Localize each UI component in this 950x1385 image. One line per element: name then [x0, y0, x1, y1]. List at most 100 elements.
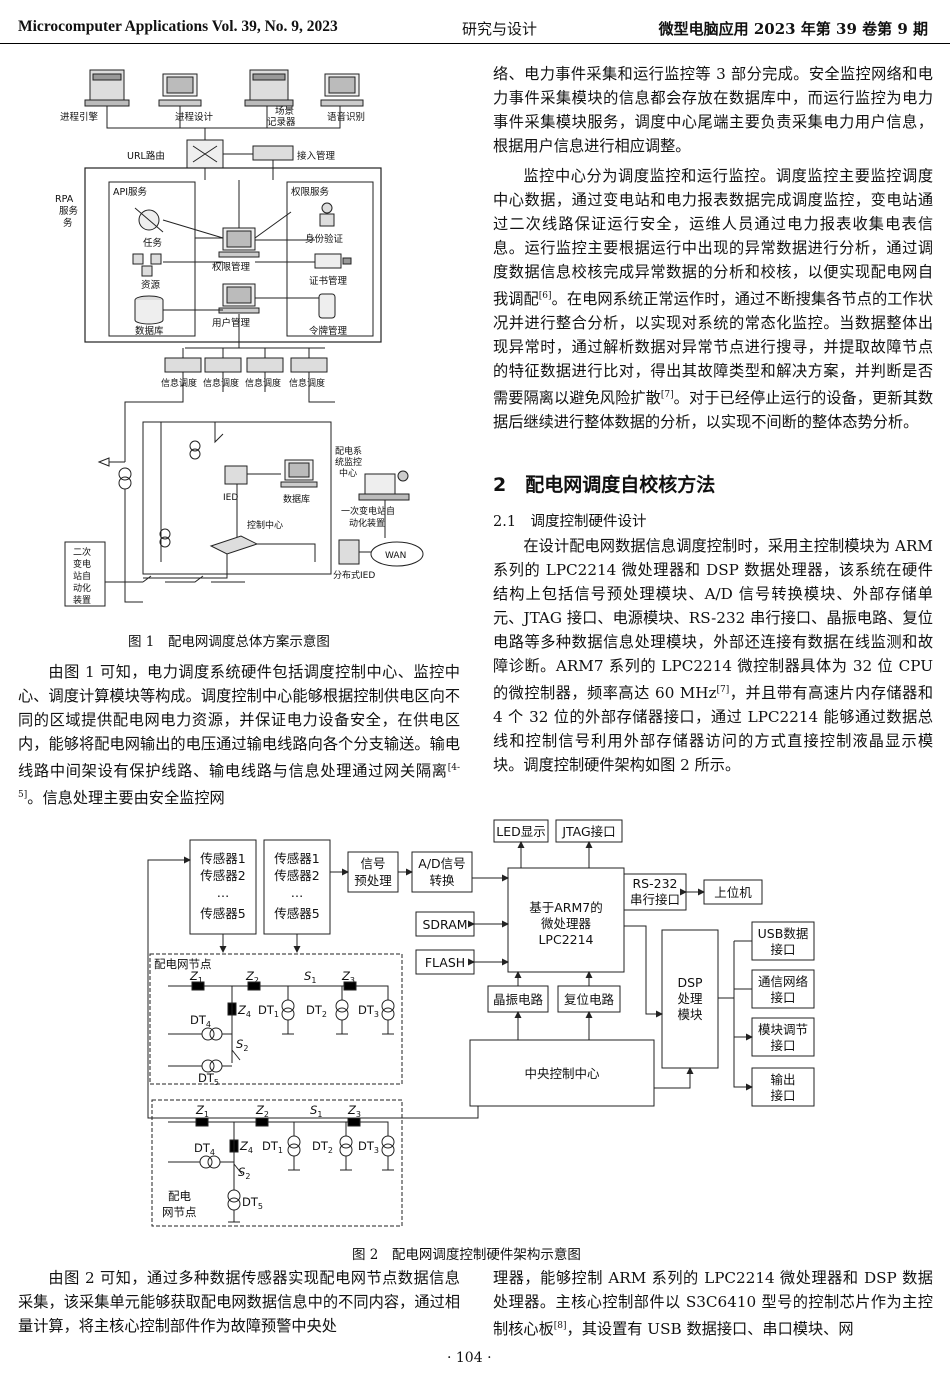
label-dispatch-4: 信息调度: [289, 377, 325, 389]
node1-z2-label: Z2: [245, 969, 259, 985]
certificate-icon: [314, 253, 352, 269]
wan-cloud: [370, 541, 424, 567]
page-number: · 104 ·: [447, 1350, 492, 1366]
grid-node-group-1: 配电网节点 Z1 Z2 S1 Z3 Z4 S2 DT1 DT2 DT3 DT4 …: [149, 953, 403, 1087]
label-scene-recorder-1: 场景: [275, 106, 294, 117]
label-db2: 数据库: [283, 493, 310, 505]
journal-title-cn: 微型电脑应用 2023 年第 39 卷第 9 期: [658, 20, 928, 38]
right-paragraph-2: 监控中心分为调度监控和运行监控。调度监控主要监控调度中心数据，通过变电站和电力报…: [493, 164, 933, 434]
node1-dt4-label: DT4: [190, 1013, 211, 1029]
label-monitor-2: 统监控: [335, 456, 362, 468]
node1-s1-label: S1: [304, 969, 316, 985]
figure-1-caption: 图 1 配电网调度总体方案示意图: [128, 634, 330, 650]
sensor-box-1-line-5: 传感器5: [200, 906, 245, 921]
label-primary-2: 动化装置: [349, 517, 385, 529]
crystal-label: 晶振电路: [493, 992, 544, 1007]
ied-device: [224, 465, 248, 485]
host-label: 上位机: [714, 885, 752, 900]
central-label: 中央控制中心: [524, 1066, 600, 1081]
dsp-label-1: DSP: [677, 975, 703, 990]
arm-label-1: 基于ARM7的: [529, 900, 602, 915]
dsp-label-3: 模块: [677, 1007, 703, 1022]
node2-s1-label: S1: [310, 1103, 322, 1119]
label-user-mgmt: 用户管理: [212, 317, 251, 329]
process-design-computer: [158, 73, 202, 107]
node1-z4-label: Z4: [237, 1003, 251, 1019]
left-p1-part-a: 由图 1 可知，电力调度系统硬件包括调度控制中心、监控中心、调度计算模块等构成。…: [18, 663, 460, 781]
citation-4-5: [4-5]: [18, 763, 460, 801]
distributed-ied-device: [338, 539, 360, 565]
node2-title-1: 配电: [168, 1189, 191, 1203]
bottom-right-paragraph: 理器，能够控制 ARM 系列的 LPC2214 微处理器和 DSP 数据处理器。…: [493, 1266, 933, 1341]
label-perm-mgmt: 权限管理: [212, 261, 251, 273]
voice-recognition-computer: [320, 73, 364, 107]
net-label-2: 接口: [770, 990, 795, 1005]
sensor-box-2-ellipsis: …: [291, 885, 304, 900]
control-center-router: [209, 535, 259, 555]
node2-z3-label: Z3: [347, 1103, 361, 1119]
out-label-2: 接口: [770, 1088, 795, 1103]
identity-icon: [319, 202, 335, 227]
label-rpa-3: 务: [63, 217, 73, 229]
dispatch-switches: [164, 357, 328, 373]
node2-s2-label: S2: [238, 1165, 250, 1181]
reset-label: 复位电路: [564, 992, 615, 1007]
signal-label-2: 预处理: [354, 873, 392, 888]
left-paragraph-1: 由图 1 可知，电力调度系统硬件包括调度控制中心、监控中心、调度计算模块等构成。…: [18, 660, 460, 810]
right-p2-part-c: 。对于已经停止运行的设备，更新其数据后继续进行整体数据的分析，以实现不间断的整体…: [493, 389, 934, 432]
rs232-label-2: 串行接口: [630, 892, 680, 907]
sensor-box-2-line-1: 传感器1: [274, 851, 319, 866]
node1-dt1-label: DT1: [258, 1003, 279, 1019]
process-engine-server: [84, 69, 130, 107]
rs232-label-1: RS-232: [633, 876, 678, 891]
label-api-service: API服务: [113, 186, 148, 198]
node1-z1-label: Z1: [189, 969, 203, 985]
database-icon: [134, 295, 164, 325]
label-secondary-2: 变电: [73, 558, 91, 570]
url-router: [186, 139, 224, 169]
citation-8: [8]: [553, 1321, 567, 1331]
label-identity: 身份验证: [305, 233, 344, 245]
led-label: LED显示: [496, 824, 546, 839]
right-p2-part-b: 。在电网系统正常运作时，通过不断搜集各节点的工作状况并进行整合分析，以实现对系统…: [493, 290, 934, 408]
node-title: 配电网节点: [154, 957, 212, 971]
label-process-design: 进程设计: [175, 111, 214, 123]
signal-label-1: 信号: [360, 856, 385, 871]
jtag-label: JTAG接口: [561, 824, 615, 839]
monitor-center-operator: [358, 470, 410, 501]
label-database: 数据库: [135, 325, 164, 337]
sensor-box-1-ellipsis: …: [217, 885, 230, 900]
bottom-right-part-b: ，其设置有 USB 数据接口、串口模块、网: [566, 1320, 854, 1339]
feeder-arrow: [97, 457, 110, 467]
label-perm-service: 权限服务: [291, 186, 330, 198]
label-monitor-1: 配电系: [335, 445, 362, 457]
label-wan: WAN: [385, 551, 406, 561]
label-control-center: 控制中心: [247, 519, 283, 531]
right-p3-part-b: ，并且带有高速片内存储器和 4 个 32 位的外部存储器接口，通过 LPC221…: [493, 684, 934, 775]
node2-dt4-label: DT4: [194, 1141, 215, 1157]
node2-title-2: 网节点: [162, 1205, 197, 1219]
node1-dt3-label: DT3: [358, 1003, 379, 1019]
out-label-1: 输出: [770, 1072, 795, 1087]
subsection-2-1-heading: 2.1 调度控制硬件设计: [493, 514, 647, 530]
grid-node-group-2: Z1 Z2 S1 Z3 Z4 S2 DT1 DT2 DT3 DT4 DT5 配电…: [151, 1099, 403, 1227]
label-token-mgmt: 令牌管理: [309, 325, 348, 337]
sensor-box-1-line-1: 传感器1: [200, 851, 245, 866]
figure-2-diagram: 传感器1 传感器2 … 传感器5 传感器1 传感器2 … 传感器5 信号 预处理…: [147, 819, 815, 1227]
central-control-box: [469, 1039, 655, 1107]
node1-dt5-label: DT5: [198, 1071, 219, 1087]
figure-2-caption: 图 2 配电网调度控制硬件架构示意图: [352, 1247, 581, 1263]
citation-7: [7]: [660, 390, 674, 401]
node2-z2-label: Z2: [255, 1103, 269, 1119]
section-label: 研究与设计: [462, 20, 538, 38]
bottom-left-paragraph: 由图 2 可知，通过多种数据传感器实现配电网节点数据信息采集，该采集单元能够获取…: [18, 1269, 460, 1335]
sensor-box-1-line-2: 传感器2: [200, 868, 245, 883]
sensor-box-2-line-2: 传感器2: [274, 868, 319, 883]
token-icon: [318, 293, 336, 319]
label-resource: 资源: [141, 280, 161, 291]
node2-z4-label: Z4: [239, 1139, 253, 1155]
label-dist-ied: 分布式IED: [333, 569, 375, 581]
node2-dt1-label: DT1: [262, 1139, 283, 1155]
label-voice-recognition: 语音识别: [327, 111, 365, 123]
dsp-label-2: 处理: [677, 991, 703, 1006]
